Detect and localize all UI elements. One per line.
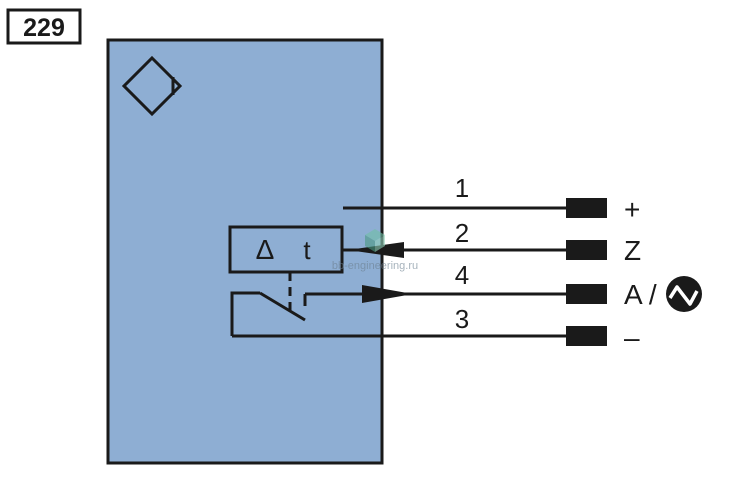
pin-number: 4: [455, 260, 469, 290]
signal-label: +: [624, 194, 640, 225]
terminal-4: [566, 284, 607, 304]
time-label: t: [303, 235, 311, 265]
diagram-number: 229: [6, 8, 82, 45]
signal-label: A /: [624, 279, 657, 310]
terminal-2: [566, 240, 607, 260]
watermark: bb-engineering.ru: [332, 229, 418, 272]
signal-label: Z: [624, 235, 641, 266]
watermark-text: bb-engineering.ru: [332, 260, 418, 272]
terminal-3: [566, 326, 607, 346]
pin-number: 2: [455, 218, 469, 248]
switch-contact: [230, 291, 307, 336]
diagram-number-text: 229: [23, 14, 65, 42]
output-arrow: [362, 285, 413, 303]
pin-number: 1: [455, 173, 469, 203]
ac-output-icon: [666, 276, 702, 312]
delta-symbol: Δ: [256, 234, 275, 265]
signal-label: –: [624, 322, 640, 353]
diamond-sensor-icon: [121, 55, 183, 117]
terminal-1: [566, 198, 607, 218]
pin-number: 3: [455, 304, 469, 334]
